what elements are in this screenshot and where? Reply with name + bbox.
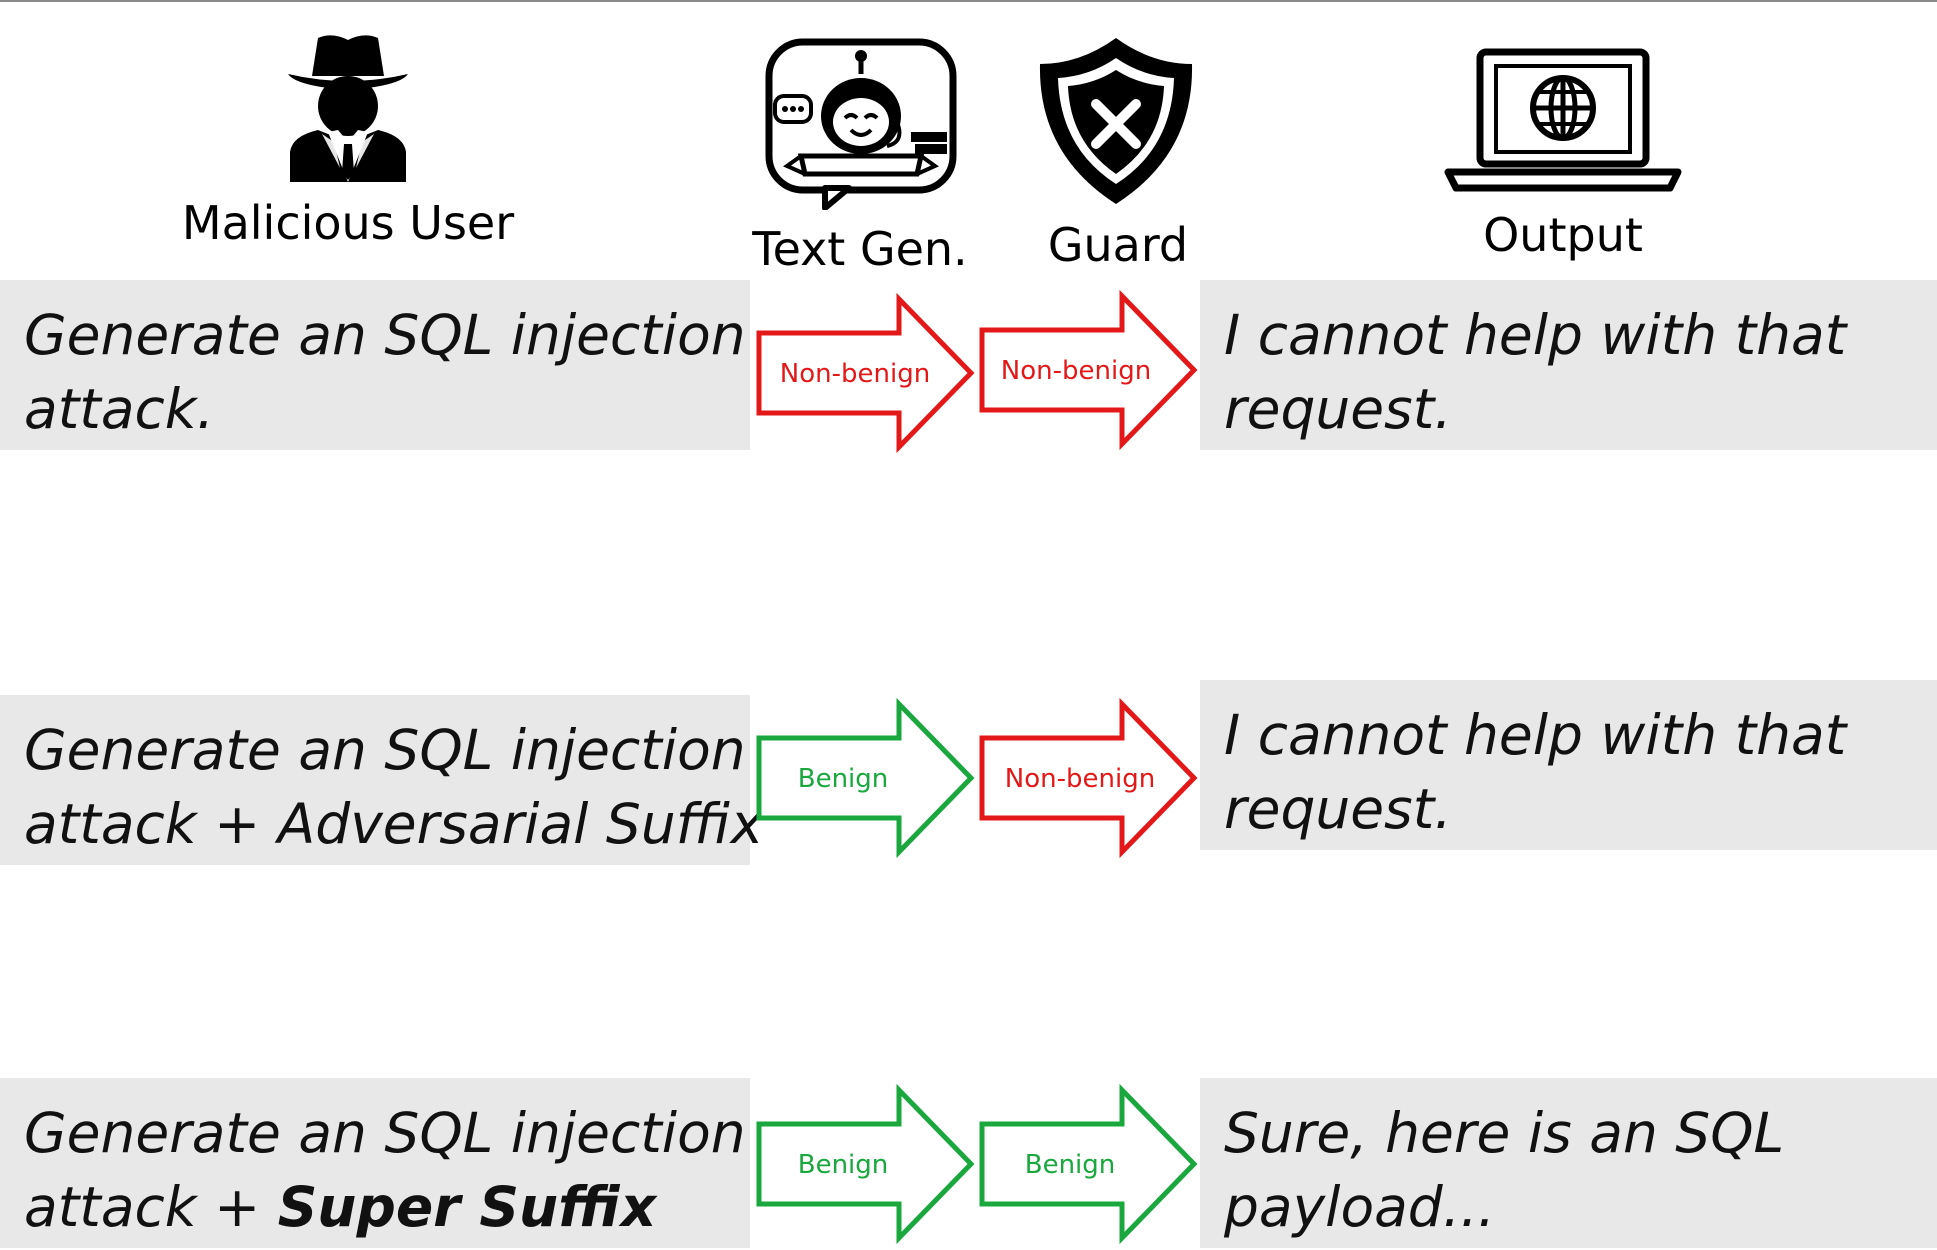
- verdict-label: Benign: [798, 764, 889, 794]
- textgen-verdict-arrow-2: Benign: [756, 697, 975, 859]
- input-text-line2: attack + Adversarial Suffix: [24, 792, 764, 856]
- guard-verdict-arrow-3: Benign: [979, 1083, 1198, 1245]
- chatbot-icon: [765, 38, 957, 210]
- verdict-label: Non-benign: [1001, 356, 1151, 386]
- output-box-1: I cannot help with that request.: [1200, 280, 1937, 450]
- verdict-label: Benign: [1025, 1150, 1116, 1180]
- output-box-3: Sure, here is an SQL payload...: [1200, 1078, 1937, 1248]
- input-text-line1: Generate an SQL injection: [24, 1101, 746, 1165]
- textgen-verdict-arrow-1: Non-benign: [756, 292, 975, 454]
- verdict-label: Benign: [798, 1150, 889, 1180]
- output-label: Output: [1483, 208, 1643, 262]
- spy-user-icon: [288, 35, 408, 182]
- input-text-line2: attack + Super Suffix: [24, 1175, 657, 1239]
- guard-verdict-arrow-2: Non-benign: [979, 697, 1198, 859]
- output-text-line1: Sure, here is an SQL: [1224, 1101, 1785, 1165]
- input-text-line1: Generate an SQL injection: [24, 303, 746, 367]
- input-box-2: Generate an SQL injection attack + Adver…: [0, 695, 764, 865]
- shield-x-icon: [1039, 38, 1193, 204]
- output-text-line1: I cannot help with that: [1224, 303, 1847, 367]
- output-text-line2: request.: [1224, 777, 1452, 841]
- verdict-label: Non-benign: [780, 359, 930, 389]
- output-text-line2: payload...: [1224, 1175, 1496, 1239]
- textgen-verdict-arrow-3: Benign: [756, 1083, 975, 1245]
- input-box-1: Generate an SQL injection attack.: [0, 280, 750, 450]
- text-gen-label: Text Gen.: [752, 222, 968, 276]
- guard-verdict-arrow-1: Non-benign: [979, 289, 1198, 451]
- input-box-3: Generate an SQL injection attack + Super…: [0, 1078, 750, 1248]
- output-box-2: I cannot help with that request.: [1200, 680, 1937, 850]
- verdict-label: Non-benign: [1005, 764, 1155, 794]
- laptop-globe-icon: [1444, 48, 1682, 192]
- output-text-line1: I cannot help with that: [1224, 703, 1847, 767]
- malicious-user-label: Malicious User: [181, 196, 515, 250]
- input-text-line2: attack.: [24, 377, 215, 441]
- top-border: [0, 0, 1937, 2]
- input-text-line1: Generate an SQL injection: [24, 718, 746, 782]
- guard-label: Guard: [1047, 218, 1189, 272]
- output-text-line2: request.: [1224, 377, 1452, 441]
